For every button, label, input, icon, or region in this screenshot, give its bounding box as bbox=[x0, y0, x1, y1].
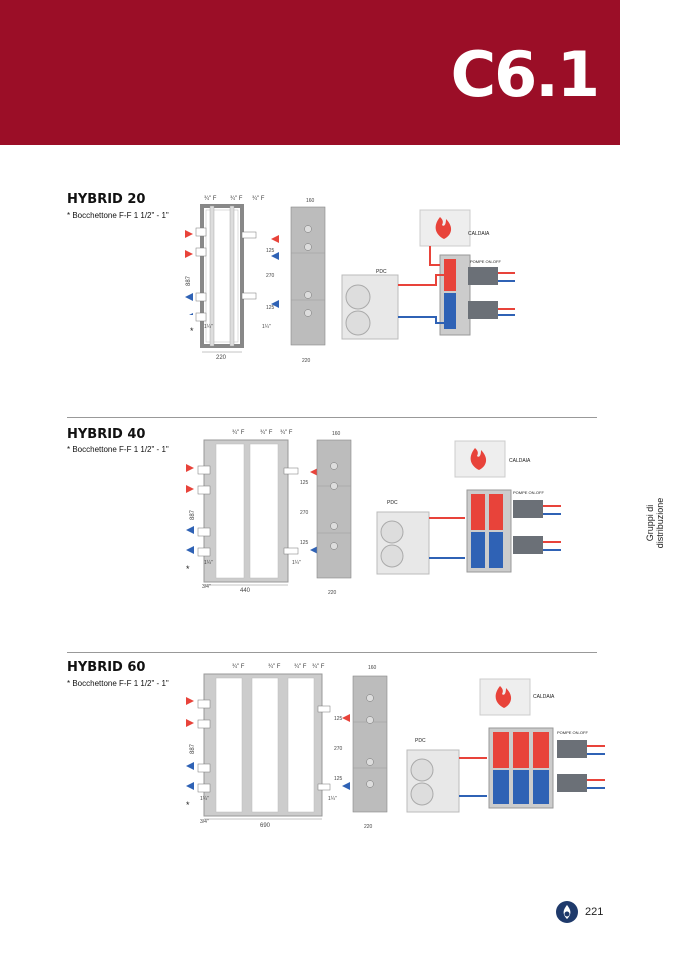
dim-label: 270 bbox=[300, 510, 309, 516]
depth-label: 160 bbox=[306, 198, 315, 204]
width-label: 220 bbox=[216, 355, 227, 361]
width-label: 690 bbox=[260, 823, 271, 829]
depth-bottom-label: 220 bbox=[302, 358, 311, 364]
port-label-right: 1¼" bbox=[328, 796, 337, 802]
hybrid-40-side-drawing: 160 220 bbox=[316, 431, 352, 596]
section-subtitle: * Bocchettone F-F 1 1/2" - 1" bbox=[67, 445, 169, 454]
section-title-hybrid-40: HYBRID 40 bbox=[67, 427, 146, 442]
depth-label: 160 bbox=[368, 665, 377, 671]
pumps-label: POMPE ON-OFF bbox=[513, 490, 544, 495]
hybrid-20-scheme: CALDAIA PDC POMPE ON-OFF bbox=[341, 209, 515, 340]
hybrid-60-front-drawing: ¾" F ¾" F ¾" F ¾" F 887 125 270 125 1¼" … bbox=[186, 664, 343, 829]
side-label-line2: distribuzione bbox=[655, 497, 665, 549]
star-mark: * bbox=[186, 800, 190, 810]
star-mark: * bbox=[190, 326, 194, 336]
bottom-left-label: 3/4" bbox=[202, 584, 211, 590]
top-label: ¾" F bbox=[232, 664, 245, 670]
boiler-label: CALDAIA bbox=[509, 458, 531, 464]
heat-pump-label: PDC bbox=[376, 269, 387, 275]
dim-label: 270 bbox=[334, 746, 343, 752]
boiler-label: CALDAIA bbox=[468, 231, 490, 237]
pumps-label: POMPE ON-OFF bbox=[470, 259, 501, 264]
dim-label: 125 bbox=[266, 248, 275, 254]
height-label: 887 bbox=[190, 743, 196, 754]
port-label-right: 1¼" bbox=[262, 324, 271, 330]
boiler-label: CALDAIA bbox=[533, 694, 555, 700]
heat-pump-label: PDC bbox=[415, 738, 426, 744]
top-label: ¾" F bbox=[204, 196, 217, 202]
side-label-line1: Gruppi di bbox=[645, 504, 655, 542]
depth-bottom-label: 220 bbox=[328, 590, 337, 596]
dim-label: 125 bbox=[300, 540, 309, 546]
top-label: ¾" F bbox=[232, 430, 245, 436]
height-label: 887 bbox=[190, 509, 196, 520]
hybrid-20-front-drawing: ¾" F ¾" F ¾" F 887 125 270 125 1¼" 1¼" 2… bbox=[186, 196, 275, 361]
port-label: 1¼" bbox=[200, 796, 209, 802]
hybrid-40-arrows bbox=[186, 464, 318, 554]
hybrid-60-side-drawing: 160 220 bbox=[352, 665, 388, 830]
dim-label: 125 bbox=[300, 480, 309, 486]
top-label: ¾" F bbox=[260, 430, 273, 436]
section-subtitle: * Bocchettone F-F 1 1/2" - 1" bbox=[67, 679, 169, 688]
dim-label: 125 bbox=[334, 776, 343, 782]
page-number: 221 bbox=[585, 906, 604, 918]
top-label: ¾" F bbox=[230, 196, 243, 202]
hybrid-40-front-drawing: ¾" F ¾" F ¾" F 887 125 270 125 1¼" 1¼" 3… bbox=[186, 430, 309, 594]
depth-bottom-label: 220 bbox=[364, 824, 373, 830]
port-label: 1¼" bbox=[204, 324, 213, 330]
depth-label: 160 bbox=[332, 431, 341, 437]
hybrid-60-arrows bbox=[186, 697, 350, 790]
width-label: 440 bbox=[240, 588, 251, 594]
top-label: ¾" F bbox=[252, 196, 265, 202]
hybrid-40-scheme: CALDAIA PDC POMPE ON-OFF bbox=[376, 440, 561, 575]
dim-label: 125 bbox=[266, 305, 275, 311]
section-code: C6.1 bbox=[450, 38, 600, 111]
hybrid-60-scheme: CALDAIA PDC POMPE ON-OFF bbox=[406, 678, 605, 813]
dim-label: 125 bbox=[334, 716, 343, 722]
brand-logo-icon bbox=[556, 901, 578, 923]
height-label: 887 bbox=[186, 275, 192, 286]
section-divider bbox=[67, 652, 597, 653]
section-title-hybrid-60: HYBRID 60 bbox=[67, 660, 146, 675]
top-label: ¾" F bbox=[294, 664, 307, 670]
section-title-hybrid-20: HYBRID 20 bbox=[67, 192, 146, 207]
section-subtitle: * Bocchettone F-F 1 1/2" - 1" bbox=[67, 211, 169, 220]
header-band: C6.1 bbox=[0, 0, 620, 145]
hybrid-20-side-drawing: 160 220 bbox=[290, 198, 326, 364]
top-label: ¾" F bbox=[312, 664, 325, 670]
bottom-left-label: 3/4" bbox=[200, 819, 209, 825]
section-divider bbox=[67, 417, 597, 418]
side-category-label: Gruppi di distribuzione bbox=[645, 483, 665, 563]
pumps-label: POMPE ON-OFF bbox=[557, 730, 588, 735]
port-label: 1¼" bbox=[204, 560, 213, 566]
dim-label: 270 bbox=[266, 273, 275, 279]
top-label: ¾" F bbox=[280, 430, 293, 436]
port-label-right: 1¼" bbox=[292, 560, 301, 566]
star-mark: * bbox=[186, 564, 190, 574]
hybrid-20-arrows bbox=[185, 230, 279, 315]
top-label: ¾" F bbox=[268, 664, 281, 670]
heat-pump-label: PDC bbox=[387, 500, 398, 506]
